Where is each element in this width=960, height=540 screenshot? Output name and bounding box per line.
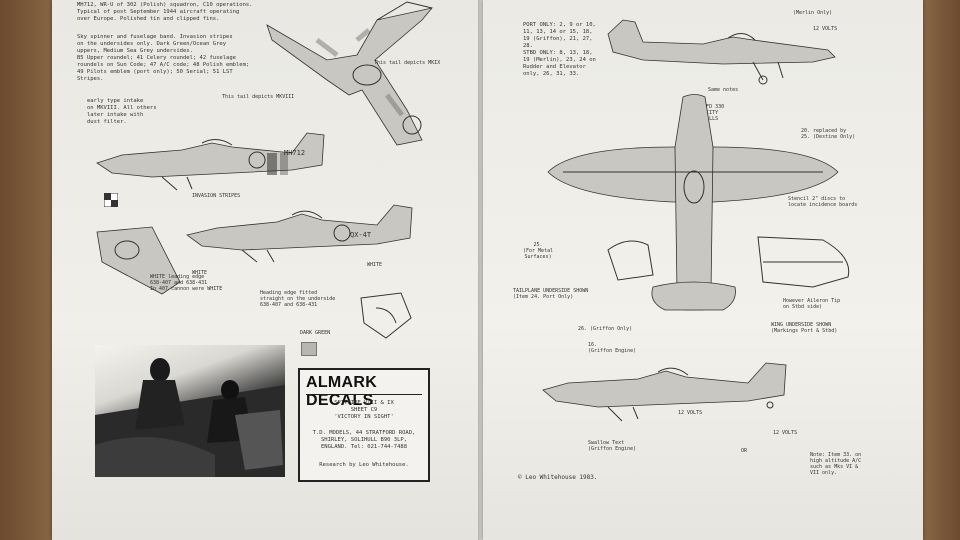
tailplane-underside-note: TAILPLANE UNDERSIDE SHOWN (Item 24. Port… [513, 288, 589, 300]
dark-green-label: DARK GREEN [300, 330, 331, 336]
scheme-notes: Sky spinner and fuselage band. Invasion … [77, 34, 250, 82]
logo-divider [306, 394, 422, 395]
brand-logo: ALMARK DECALS [306, 374, 378, 409]
spitfire-planform-drawing [266, 1, 434, 146]
desk-surface-left [0, 0, 60, 540]
aileron-tip-note: However Aileron Tip on Stbd side) [783, 298, 841, 310]
griffon-only-label: 26. (Griffon Only) [578, 326, 633, 332]
address-line-2: SHIRLEY, SOLIHULL B90 3LP, [320, 437, 408, 443]
same-notes-label: Same notes [708, 87, 739, 93]
white-label-1: WHITE [192, 270, 208, 276]
spitfire-side-view-top [607, 19, 836, 85]
wing-underside-drawing [96, 226, 181, 295]
intro-notes: MH712, WR-U of 302 (Polish) squadron, C1… [77, 2, 253, 22]
volts-label-mid: 12 VOLTS [678, 410, 703, 416]
product-line-2: SHEET C9 [350, 407, 378, 413]
page-gutter [478, 0, 486, 540]
altitude-note: Note: Item 33. on high altitude A/C such… [810, 452, 862, 476]
white-label-2: WHITE [367, 262, 383, 268]
copyright-text: Leo Whitehouse 1983. [525, 474, 598, 481]
research-credit: Research by Leo Whitehouse. [319, 462, 409, 468]
cowl-detail-drawing [360, 292, 412, 339]
product-line-3: 'VICTORY IN SIGHT' [334, 414, 394, 420]
spitfire-side-view-bottom [542, 362, 787, 422]
swallow-text-label: Swallow Text (Griffon Engine) [588, 440, 637, 452]
polish-checker-emblem [104, 193, 118, 207]
early-intake-notes: early type intake on MKVIII. All others … [87, 98, 157, 125]
spitfire-underside-planform [547, 94, 839, 311]
ground-crew-photo [95, 345, 285, 477]
port-stbd-notes: PORT ONLY: 2, 9 or 10, 11, 13, 14 or 15,… [523, 22, 596, 77]
stencil-note: Stencil 2" discs to locate incidence boa… [788, 196, 858, 208]
spitfire-side-view-upper [96, 132, 325, 191]
almark-decals-title-box: ALMARK DECALS SPITFIRE VIII & IX SHEET C… [298, 368, 430, 482]
instruction-sheet-right: PORT ONLY: 2, 9 or 10, 11, 13, 14 or 15,… [483, 0, 923, 540]
wing-underside-note: WING UNDERSIDE SHOWN (Markings Port & St… [771, 322, 838, 334]
merlin-only-label: (Merlin Only) [793, 10, 833, 16]
address-line-1: T.D. MODELS, 44 STRATFORD ROAD, [312, 430, 416, 436]
tail-note-mkix: This tail depicts MKIX [374, 60, 441, 66]
product-line-1: SPITFIRE VIII & IX [334, 400, 394, 406]
spitfire-side-view-lower [186, 204, 413, 263]
or-label: OR [741, 448, 748, 454]
fuselage-code-label: MH712 [284, 149, 306, 157]
tailplane-underside-detail [607, 240, 654, 281]
fuselage-code-label-2: QX-4T [350, 231, 372, 239]
wing-underside-detail [757, 236, 850, 288]
replaced-note: 20. replaced by 25. (Destine Only) [801, 128, 856, 140]
griffon-engine-label: 16. (Griffon Engine) [588, 342, 637, 354]
metal-surfaces-note: 25. (For Metal Surfaces) [523, 242, 554, 260]
dark-green-swatch [301, 342, 317, 356]
leading-edge-note: WHITE leading edge 638-407 and 638-431 I… [150, 274, 223, 292]
copyright-line: © Leo Whitehouse 1983. [518, 474, 598, 481]
invasion-stripes-label: INVASION STRIPES [192, 193, 241, 199]
volts-label-low: 12 VOLTS [773, 430, 798, 436]
address-line-3: ENGLAND. Tel: 021-744-7488 [320, 444, 408, 450]
tail-note-mkviii: This tail depicts MKVIII [222, 94, 295, 100]
volts-label-top: 12 VOLTS [813, 26, 838, 32]
desk-surface-right [920, 0, 960, 540]
heading-edge-note: Heading edge fitted straight on the unde… [260, 290, 336, 308]
